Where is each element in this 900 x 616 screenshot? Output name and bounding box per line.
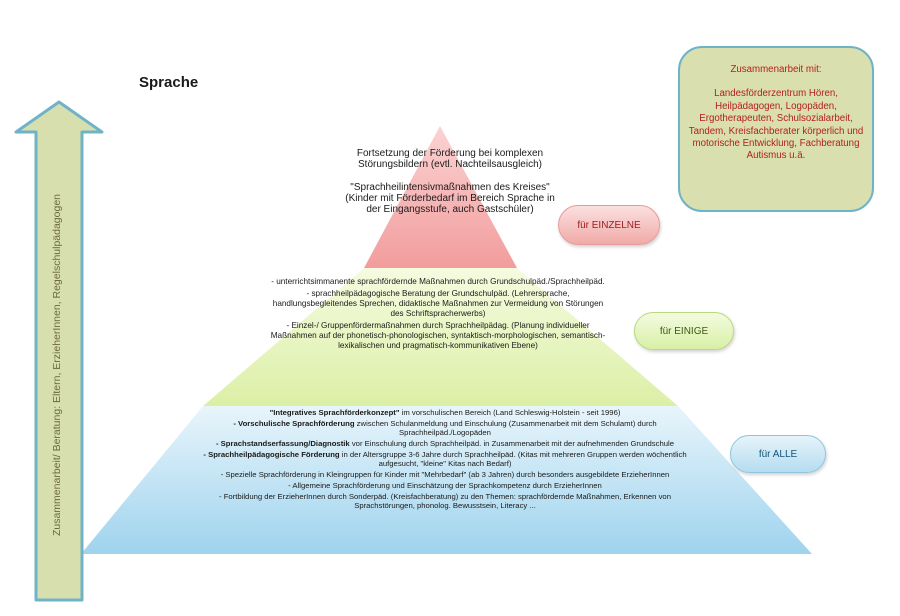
tier-bottom-item-1: "Integratives Sprachförderkonzept" im vo…: [190, 408, 700, 417]
tier-bottom-item-2-bold: - Vorschulische Sprachförderung: [233, 418, 355, 428]
tier-bottom-text: "Integratives Sprachförderkonzept" im vo…: [190, 408, 700, 512]
tier-bottom-item-1-rest: im vorschulischen Bereich (Land Schleswi…: [399, 408, 621, 417]
tier-bottom-item-7: - Fortbildung der ErzieherInnen durch So…: [219, 491, 671, 511]
collaboration-box: Zusammenarbeit mit: Landesförderzentrum …: [678, 46, 874, 212]
label-alle: für ALLE: [730, 435, 826, 473]
label-einzelne: für EINZELNE: [558, 205, 660, 245]
tier-top-line-3: "Sprachheilintensivmaßnahmen des Kreises…: [350, 182, 550, 193]
tier-bottom-item-4: - Sprachheilpädagogische Förderung in de…: [190, 450, 700, 469]
tier-middle-text: - unterrichtsimmanente sprachfördernde M…: [268, 277, 608, 353]
pyramid-tier-bottom: [81, 406, 812, 554]
page-title: Sprache: [139, 74, 199, 91]
tier-middle-item-2: - sprachheilpädagogische Beratung der Gr…: [272, 289, 604, 318]
pyramid-tier-middle: [203, 268, 678, 406]
tier-bottom-item-1-bold: "Integratives Sprachförderkonzept": [269, 408, 400, 417]
tier-bottom-item-2-rest: zwischen Schulanmeldung und Einschulung …: [354, 418, 657, 438]
up-arrow-shape: [14, 100, 104, 602]
tier-top-line-2: Störungsbildern (evtl. Nachteilsausgleic…: [358, 159, 542, 170]
tier-bottom-item-3-rest: vor Einschulung durch Sprachheilpäd. in …: [349, 439, 675, 449]
tier-bottom-item-5: - Spezielle Sprachförderung in Kleingrup…: [220, 470, 670, 480]
tier-top-line-4: (Kinder mit Förderbedarf im Bereich Spra…: [345, 193, 555, 204]
tier-bottom-item-2: - Vorschulische Sprachförderung zwischen…: [190, 419, 700, 438]
tier-bottom-item-4-bold: - Sprachheilpädagogische Förderung: [203, 449, 340, 459]
collaboration-body: Landesförderzentrum Hören, Heilpädagogen…: [688, 88, 864, 162]
tier-bottom-item-3-bold: - Sprachstandserfassung/Diagnostik: [215, 439, 350, 449]
tier-middle-item-3: - Einzel-/ Gruppenfördermaßnahmen durch …: [270, 321, 606, 350]
pyramid-tier-top: [364, 126, 517, 268]
label-einige: für EINIGE: [634, 312, 734, 350]
tier-bottom-item-4-rest: in der Altersgruppe 3-6 Jahre durch Spra…: [339, 449, 687, 469]
tier-bottom-item-6: - Allgemeine Sprachförderung und Einschä…: [288, 481, 602, 491]
tier-middle-item-1: - unterrichtsimmanente sprachfördernde M…: [271, 277, 605, 286]
collaboration-heading: Zusammenarbeit mit:: [730, 64, 822, 75]
tier-bottom-item-3: - Sprachstandserfassung/Diagnostik vor E…: [190, 439, 700, 448]
arrow-label: Zusammenarbeit/ Beratung: Eltern, Erzieh…: [51, 193, 63, 537]
tier-top-line-1: Fortsetzung der Förderung bei komplexen: [356, 148, 544, 159]
tier-top-line-5: der Eingangsstufe, auch Gastschüler): [366, 204, 534, 215]
tier-top-text: Fortsetzung der Förderung bei komplexen …: [300, 148, 600, 215]
